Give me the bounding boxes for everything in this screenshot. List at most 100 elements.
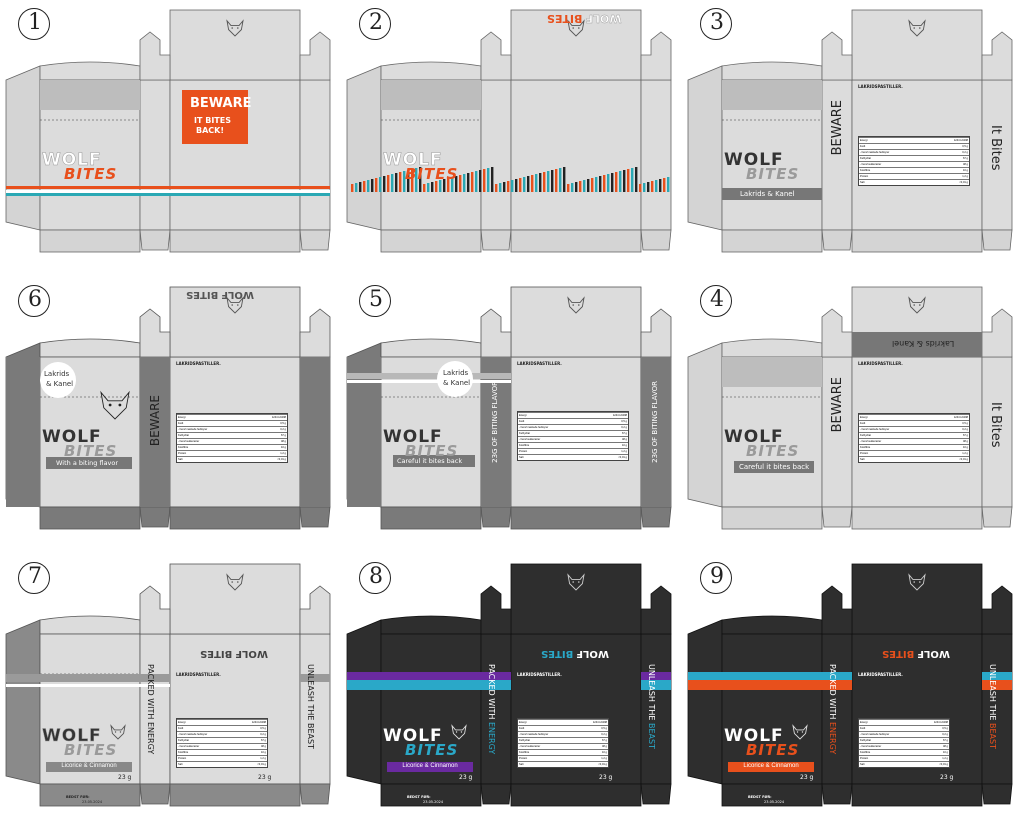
- bar-pattern: [427, 183, 430, 192]
- bottom-flap-front: [39, 229, 141, 253]
- sheet-number: 3: [710, 10, 724, 35]
- bar-pattern: [451, 177, 454, 192]
- badge-line2: & Kanel: [46, 380, 74, 388]
- bar-pattern: [627, 169, 630, 192]
- glue-flap: [687, 342, 723, 508]
- sheet-number-circle: [18, 285, 50, 317]
- bottom-flap-side-2: [981, 506, 1013, 528]
- bar-pattern: [403, 171, 406, 192]
- bottom-flap-side-2: [640, 506, 672, 528]
- bar-pattern: [355, 183, 358, 192]
- bottom-flap-side: [139, 506, 171, 528]
- top-flap: [380, 61, 482, 81]
- sheet-number: 2: [369, 10, 383, 35]
- bar-pattern: [443, 179, 446, 192]
- bottom-flap-back: [510, 229, 642, 253]
- wolf-icon: [100, 390, 130, 420]
- bar-pattern: [591, 178, 594, 192]
- bar-pattern: [455, 176, 458, 192]
- sheet-number-circle: [359, 562, 391, 594]
- nutrient-value: 0,5 g: [280, 422, 286, 425]
- bottom-flap-side: [821, 783, 853, 805]
- stripe: [6, 193, 330, 196]
- logo-bites-text: BITES: [64, 741, 118, 759]
- nutrient-value: 0,5 g: [621, 420, 627, 423]
- nutrient-name: Salt: [519, 763, 524, 766]
- nutrient-value: 0,2 g: [280, 428, 286, 431]
- lid-panel: [851, 563, 983, 635]
- bar-pattern: [523, 177, 526, 192]
- bar-pattern: [479, 170, 482, 192]
- nutrient-value: 10 g: [601, 751, 607, 754]
- bar-pattern: [487, 168, 490, 192]
- nutrient-value: 10 g: [962, 446, 968, 449]
- bar-pattern: [615, 172, 618, 192]
- bottom-flap-front: [39, 783, 141, 807]
- nutrient-value: 0,5 g: [962, 145, 968, 148]
- bar-pattern: [379, 177, 382, 192]
- lid-tab-right: [299, 585, 331, 635]
- lid-tab-left: [139, 308, 171, 358]
- bar-pattern: [519, 178, 522, 192]
- logo-bites-text: BITES: [64, 165, 118, 183]
- nutrient-value: 0,2 g: [962, 151, 968, 154]
- lid-panel: [169, 563, 301, 635]
- nutrient-value: 10 g: [962, 169, 968, 172]
- side-text-left: BEWARE: [830, 100, 845, 156]
- logo-bites-text: BITES: [64, 442, 118, 460]
- table-row: Kulhydrat 67 g: [859, 155, 969, 161]
- nutrient-name: Salt: [860, 181, 865, 184]
- bottom-flap-front: [380, 229, 482, 253]
- bottom-flap-front: [721, 783, 823, 807]
- top-flap: [380, 615, 482, 635]
- bar-pattern: [547, 171, 550, 192]
- best-before-date: 23.05.2024: [423, 800, 444, 804]
- nutrient-value: 48 g: [621, 438, 627, 441]
- nutrient-name: Kostfibre: [178, 751, 189, 754]
- bottom-flap-side-2: [299, 229, 331, 251]
- bottom-flap-side-2: [981, 229, 1013, 251]
- wolf-icon: [110, 724, 126, 740]
- nutrient-name: Fedt: [860, 727, 866, 730]
- nutrient-name: Kulhydrat: [178, 434, 189, 437]
- lid-panel: [851, 9, 983, 81]
- wolf-icon: [792, 724, 808, 740]
- box-net-svg: [5, 9, 331, 253]
- nutrient-value: 48 g: [962, 163, 968, 166]
- nutrient-name: Energi: [519, 721, 527, 724]
- bar-pattern: [623, 170, 626, 192]
- bar-pattern: [407, 170, 410, 192]
- lid-tab-right: [981, 31, 1013, 81]
- nutrient-value: 1,2 g: [962, 452, 968, 455]
- wolf-icon: [567, 19, 585, 37]
- nutrient-name: Energi: [519, 414, 527, 417]
- bottom-flap-back: [169, 506, 301, 530]
- nutrient-value: 67 g: [962, 157, 968, 160]
- logo-bites-text: BITES: [746, 442, 800, 460]
- nutrient-name: Kostfibre: [860, 446, 871, 449]
- side-text-right-a: UNLEASH THE: [647, 664, 656, 723]
- box-net: [346, 563, 672, 807]
- bar-pattern: [663, 178, 666, 192]
- bar-pattern: [603, 175, 606, 192]
- table-row: Salt<0,01 g: [859, 456, 969, 462]
- nutrient-value: 0,5 g: [260, 727, 266, 730]
- bottom-flap-front: [39, 506, 141, 530]
- nutrient-name: Kulhydrat: [860, 157, 871, 160]
- top-flap: [39, 61, 141, 81]
- sheet-number: 8: [369, 564, 383, 589]
